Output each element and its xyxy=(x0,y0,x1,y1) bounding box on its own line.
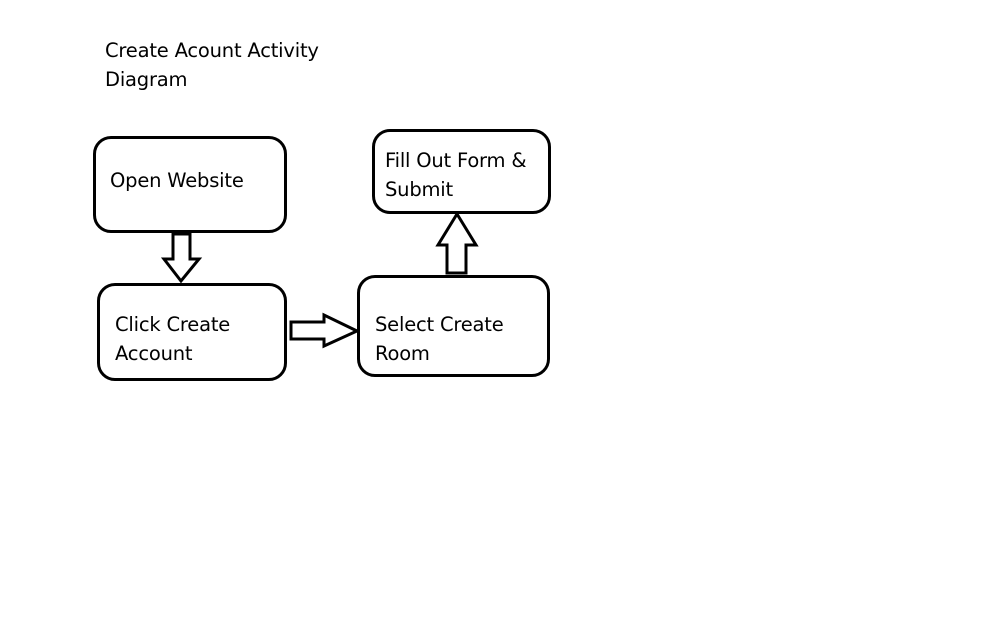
node-fill-out-form: Fill Out Form & Submit xyxy=(372,129,551,214)
node-label-line: Account xyxy=(115,342,193,365)
node-label-line: Room xyxy=(375,342,430,365)
node-label: Click Create Account xyxy=(115,310,230,368)
node-label-line: Fill Out Form & xyxy=(385,149,527,172)
node-label-line: Submit xyxy=(385,178,453,201)
node-select-create-room: Select Create Room xyxy=(357,275,550,377)
node-label: Select Create Room xyxy=(375,310,504,368)
edge-click-to-select xyxy=(289,312,361,349)
node-click-create-account: Click Create Account xyxy=(97,283,287,381)
diagram-title-line-1: Create Acount Activity xyxy=(105,39,319,62)
edge-select-to-fill xyxy=(435,211,479,275)
diagram-title: Create Acount Activity Diagram xyxy=(105,36,365,94)
node-label-line: Open Website xyxy=(110,169,244,192)
node-label: Fill Out Form & Submit xyxy=(385,146,527,204)
node-open-website: Open Website xyxy=(93,136,287,233)
node-label: Open Website xyxy=(110,166,244,195)
diagram-title-line-2: Diagram xyxy=(105,68,188,91)
edge-open-to-click xyxy=(160,232,203,284)
node-label-line: Click Create xyxy=(115,313,231,336)
node-label-line: Select Create xyxy=(375,313,504,336)
